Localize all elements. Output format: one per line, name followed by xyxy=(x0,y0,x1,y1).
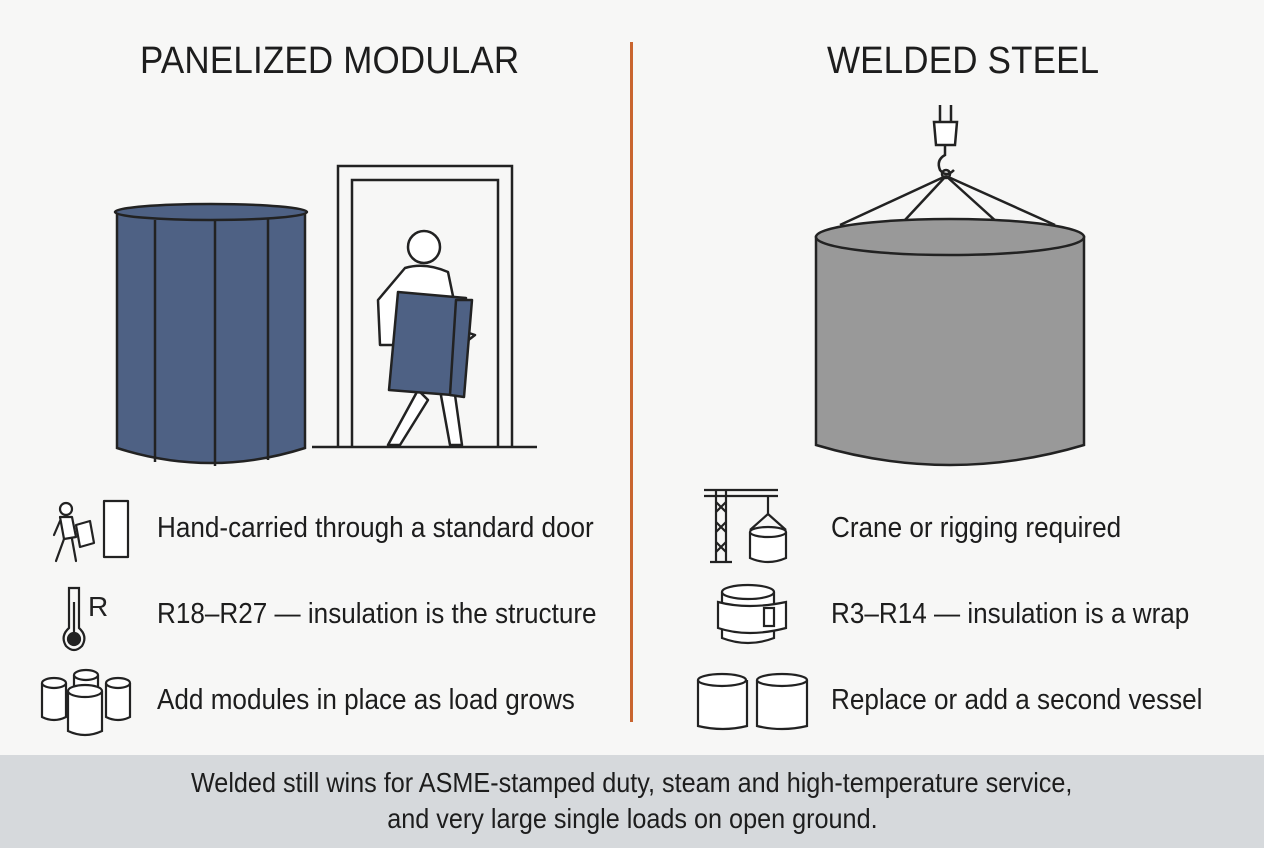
crane-hook-icon xyxy=(932,105,959,180)
column-divider xyxy=(630,42,633,722)
panelized-modular-title: PANELIZED MODULAR xyxy=(140,40,520,82)
door-frame-icon xyxy=(312,164,537,449)
right-row-3-text: Replace or add a second vessel xyxy=(831,684,1203,716)
crane-lifting-tank-icon xyxy=(704,488,788,564)
right-row-2-text: R3–R14 — insulation is a wrap xyxy=(831,598,1190,630)
thermometer-r-value-icon: R xyxy=(62,586,108,652)
person-carrying-panel-figure xyxy=(376,229,477,447)
two-cylinders-icon xyxy=(696,672,809,731)
left-row-3-text: Add modules in place as load grows xyxy=(157,684,575,716)
left-row-2-text: R18–R27 — insulation is the structure xyxy=(157,598,597,630)
footer-note-band: Welded still wins for ASME-stamped duty,… xyxy=(0,755,1264,848)
footer-line-1: Welded still wins for ASME-stamped duty,… xyxy=(191,767,1073,798)
stacked-modules-icon xyxy=(40,668,132,737)
welded-steel-title: WELDED STEEL xyxy=(827,40,1100,82)
welded-tank-illustration xyxy=(814,105,1086,467)
footer-line-2: and very large single loads on open grou… xyxy=(386,803,878,834)
welded-tank-icon xyxy=(814,217,1086,467)
right-row-1-text: Crane or rigging required xyxy=(831,512,1122,544)
svg-text:R: R xyxy=(88,591,108,622)
modular-tank-icon xyxy=(113,202,309,466)
person-carrying-panel-icon xyxy=(52,499,130,563)
panelized-tank-illustration xyxy=(113,164,537,466)
wrapped-cylinder-icon xyxy=(716,583,788,645)
left-row-1-text: Hand-carried through a standard door xyxy=(157,512,594,544)
